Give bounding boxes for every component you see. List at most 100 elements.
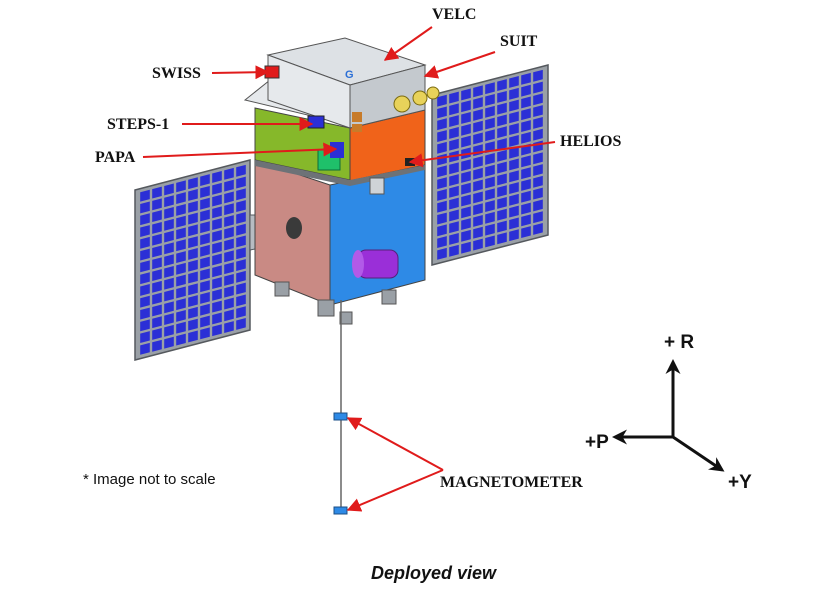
solar-cell	[188, 236, 198, 249]
solar-cell	[521, 108, 531, 121]
solar-cell	[509, 170, 519, 183]
solar-cell	[188, 189, 198, 201]
solar-cell	[497, 161, 507, 174]
label-suit: SUIT	[500, 33, 538, 50]
solar-cell	[533, 187, 543, 200]
solar-cell	[176, 239, 186, 252]
solar-cell	[188, 259, 198, 272]
solar-cell	[533, 199, 543, 212]
solar-cell	[521, 226, 531, 239]
solar-cell	[140, 189, 150, 202]
solar-cell	[497, 114, 507, 127]
solar-cell	[236, 164, 246, 177]
solar-cell	[497, 79, 507, 92]
solar-cell	[473, 97, 483, 110]
solar-cell	[188, 271, 198, 284]
solar-cell	[449, 162, 459, 175]
solar-cell	[521, 72, 531, 85]
solar-cell	[140, 225, 150, 237]
solar-cell	[176, 180, 186, 193]
solar-cell	[497, 220, 507, 233]
solar-cell	[164, 242, 174, 255]
solar-cell	[509, 146, 519, 159]
solar-cell	[200, 292, 210, 304]
solar-cell	[200, 185, 210, 198]
solar-cell	[533, 116, 543, 129]
solar-cell	[212, 194, 222, 207]
solar-cell	[521, 190, 531, 203]
solar-cell	[461, 112, 471, 124]
solar-cell	[188, 283, 198, 296]
solar-cell	[140, 236, 150, 249]
axis-r-label: + R	[664, 332, 694, 353]
velc-leader	[383, 26, 433, 61]
solar-cell	[449, 103, 459, 116]
solar-cell	[533, 128, 543, 141]
solar-cell	[224, 262, 234, 275]
solar-cell	[473, 179, 483, 192]
solar-cell	[461, 135, 471, 148]
leader-lines	[142, 26, 556, 512]
solar-cell	[473, 120, 483, 133]
solar-cell	[461, 241, 471, 254]
solar-cell	[437, 236, 447, 249]
caption: Deployed view	[371, 563, 497, 583]
solar-cell	[533, 223, 543, 235]
solar-cell	[473, 85, 483, 98]
solar-cell	[140, 331, 150, 344]
solar-cell	[224, 191, 234, 204]
solar-cell	[509, 87, 519, 100]
solar-cell	[497, 90, 507, 103]
solar-cell	[200, 303, 210, 316]
solar-cell	[188, 177, 198, 190]
solar-cell	[461, 206, 471, 219]
solar-cell	[224, 321, 234, 334]
solar-cell	[200, 174, 210, 187]
solar-cell	[224, 203, 234, 216]
solar-cell	[152, 221, 162, 234]
solar-cell	[497, 126, 507, 139]
solar-cell	[200, 256, 210, 269]
solar-cell	[521, 155, 531, 168]
solar-cell	[224, 167, 234, 180]
solar-cell	[236, 318, 246, 330]
solar-cell	[437, 118, 447, 131]
solar-cell	[437, 94, 447, 107]
solar-cell	[212, 218, 222, 231]
solar-cell	[164, 313, 174, 326]
solar-cell	[236, 306, 246, 319]
svg-text:G: G	[345, 69, 354, 81]
solar-cell	[437, 188, 447, 201]
solar-cell	[449, 138, 459, 151]
label-helios: HELIOS	[560, 133, 621, 150]
solar-cell	[485, 200, 495, 212]
left-solar-cells	[140, 164, 246, 355]
solar-cell	[164, 265, 174, 278]
solar-cell	[497, 173, 507, 186]
solar-cell	[485, 105, 495, 118]
solar-cell	[224, 274, 234, 286]
solar-cell	[212, 171, 222, 183]
magnetometer-leader-upper	[346, 417, 444, 471]
solar-cell	[449, 185, 459, 198]
solar-cell	[461, 159, 471, 172]
solar-cell	[224, 297, 234, 310]
solar-cell	[224, 285, 234, 298]
solar-cell	[509, 123, 519, 136]
solar-cell	[164, 183, 174, 196]
solar-cell	[164, 230, 174, 243]
label-papa: PAPA	[95, 149, 136, 166]
solar-cell	[473, 238, 483, 251]
solar-cell	[140, 295, 150, 308]
solar-cell	[200, 315, 210, 328]
solar-cell	[140, 213, 150, 226]
solar-cell	[509, 158, 519, 171]
solar-cell	[437, 224, 447, 237]
solar-cell	[152, 280, 162, 293]
solar-cell	[497, 102, 507, 115]
solar-cell	[473, 156, 483, 168]
solar-cell	[212, 229, 222, 242]
solar-cell	[509, 229, 519, 242]
solar-cell	[485, 176, 495, 189]
right-solar-cells	[437, 69, 543, 260]
